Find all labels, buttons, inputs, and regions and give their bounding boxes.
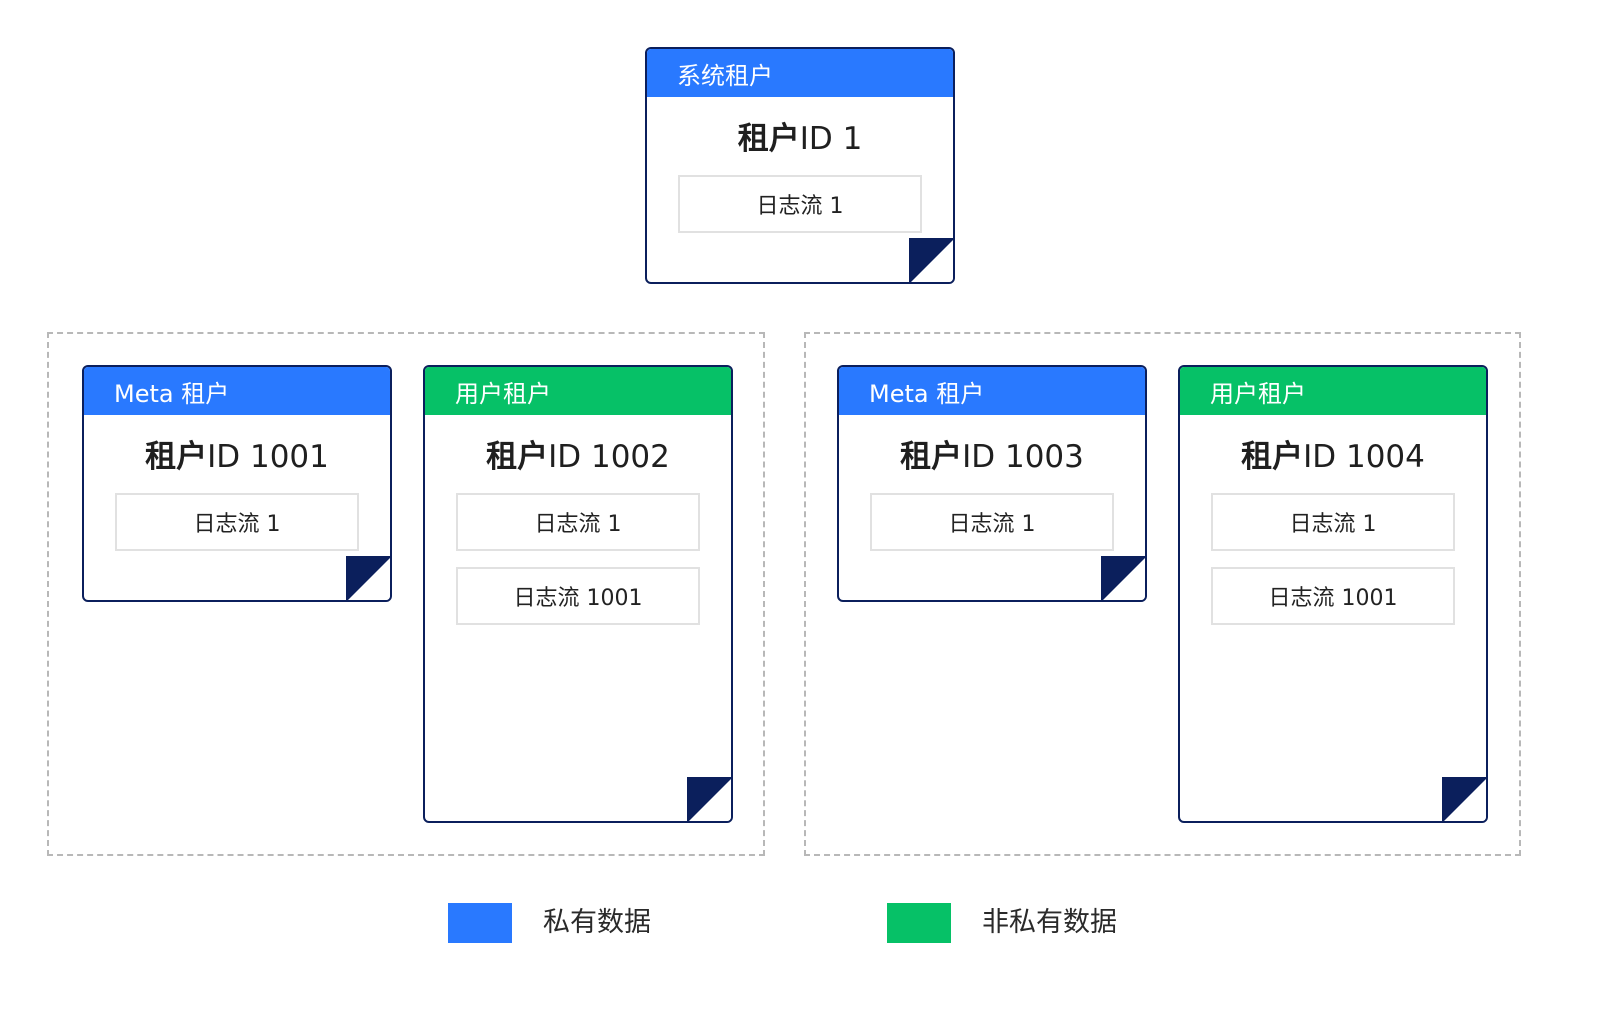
- user-tenant-streams: 日志流 1 日志流 1001: [1180, 493, 1486, 641]
- meta-tenant-title: 租户ID 1001: [84, 437, 390, 477]
- system-tenant-header: 系统租户: [647, 49, 953, 97]
- log-stream-box: 日志流 1: [115, 493, 359, 551]
- meta-tenant-header: Meta 租户: [84, 367, 390, 415]
- user-tenant-header-label: 用户租户: [1210, 379, 1306, 408]
- page-fold-icon: [909, 238, 953, 282]
- page-fold-icon: [346, 556, 390, 600]
- tenant-id-value: ID 1003: [962, 439, 1084, 475]
- tenant-id-word: 租户: [900, 439, 963, 475]
- legend-private-swatch: [448, 903, 512, 943]
- system-tenant-card: 系统租户 租户ID 1 日志流 1: [645, 47, 955, 284]
- tenant-id-word: 租户: [737, 121, 800, 157]
- user-tenant-header-label: 用户租户: [455, 379, 551, 408]
- tenant-id-value: ID 1001: [207, 439, 329, 475]
- meta-tenant-card-1001: Meta 租户 租户ID 1001 日志流 1: [82, 365, 392, 602]
- tenant-id-word: 租户: [1241, 439, 1304, 475]
- tenant-group-2: [804, 332, 1521, 856]
- system-tenant-title: 租户ID 1: [647, 119, 953, 159]
- log-stream-box: 日志流 1: [678, 175, 922, 233]
- user-tenant-title: 租户ID 1004: [1180, 437, 1486, 477]
- log-stream-box: 日志流 1001: [456, 567, 700, 625]
- legend-non-private-swatch: [887, 903, 951, 943]
- user-tenant-streams: 日志流 1 日志流 1001: [425, 493, 731, 641]
- meta-tenant-title: 租户ID 1003: [839, 437, 1145, 477]
- meta-tenant-header-label: Meta 租户: [114, 379, 230, 408]
- meta-tenant-header-label: Meta 租户: [869, 379, 985, 408]
- log-stream-box: 日志流 1: [870, 493, 1114, 551]
- meta-tenant-streams: 日志流 1: [839, 493, 1145, 567]
- log-stream-box: 日志流 1: [456, 493, 700, 551]
- meta-tenant-header: Meta 租户: [839, 367, 1145, 415]
- legend-private-label: 私有数据: [543, 907, 651, 938]
- system-tenant-streams: 日志流 1: [647, 175, 953, 249]
- tenant-id-value: ID 1004: [1303, 439, 1425, 475]
- log-stream-box: 日志流 1: [1211, 493, 1455, 551]
- user-tenant-header: 用户租户: [1180, 367, 1486, 415]
- tenant-id-value: ID 1002: [548, 439, 670, 475]
- user-tenant-card-1002: 用户租户 租户ID 1002 日志流 1 日志流 1001: [423, 365, 733, 823]
- legend-non-private-label: 非私有数据: [982, 907, 1117, 938]
- meta-tenant-card-1003: Meta 租户 租户ID 1003 日志流 1: [837, 365, 1147, 602]
- system-tenant-header-label: 系统租户: [677, 61, 773, 90]
- tenant-group-1: [47, 332, 765, 856]
- tenant-id-word: 租户: [145, 439, 208, 475]
- meta-tenant-streams: 日志流 1: [84, 493, 390, 567]
- user-tenant-header: 用户租户: [425, 367, 731, 415]
- user-tenant-card-1004: 用户租户 租户ID 1004 日志流 1 日志流 1001: [1178, 365, 1488, 823]
- tenant-id-value: ID 1: [799, 121, 863, 157]
- page-fold-icon: [1101, 556, 1145, 600]
- tenant-id-word: 租户: [486, 439, 549, 475]
- page-fold-icon: [687, 777, 731, 821]
- user-tenant-title: 租户ID 1002: [425, 437, 731, 477]
- log-stream-box: 日志流 1001: [1211, 567, 1455, 625]
- page-fold-icon: [1442, 777, 1486, 821]
